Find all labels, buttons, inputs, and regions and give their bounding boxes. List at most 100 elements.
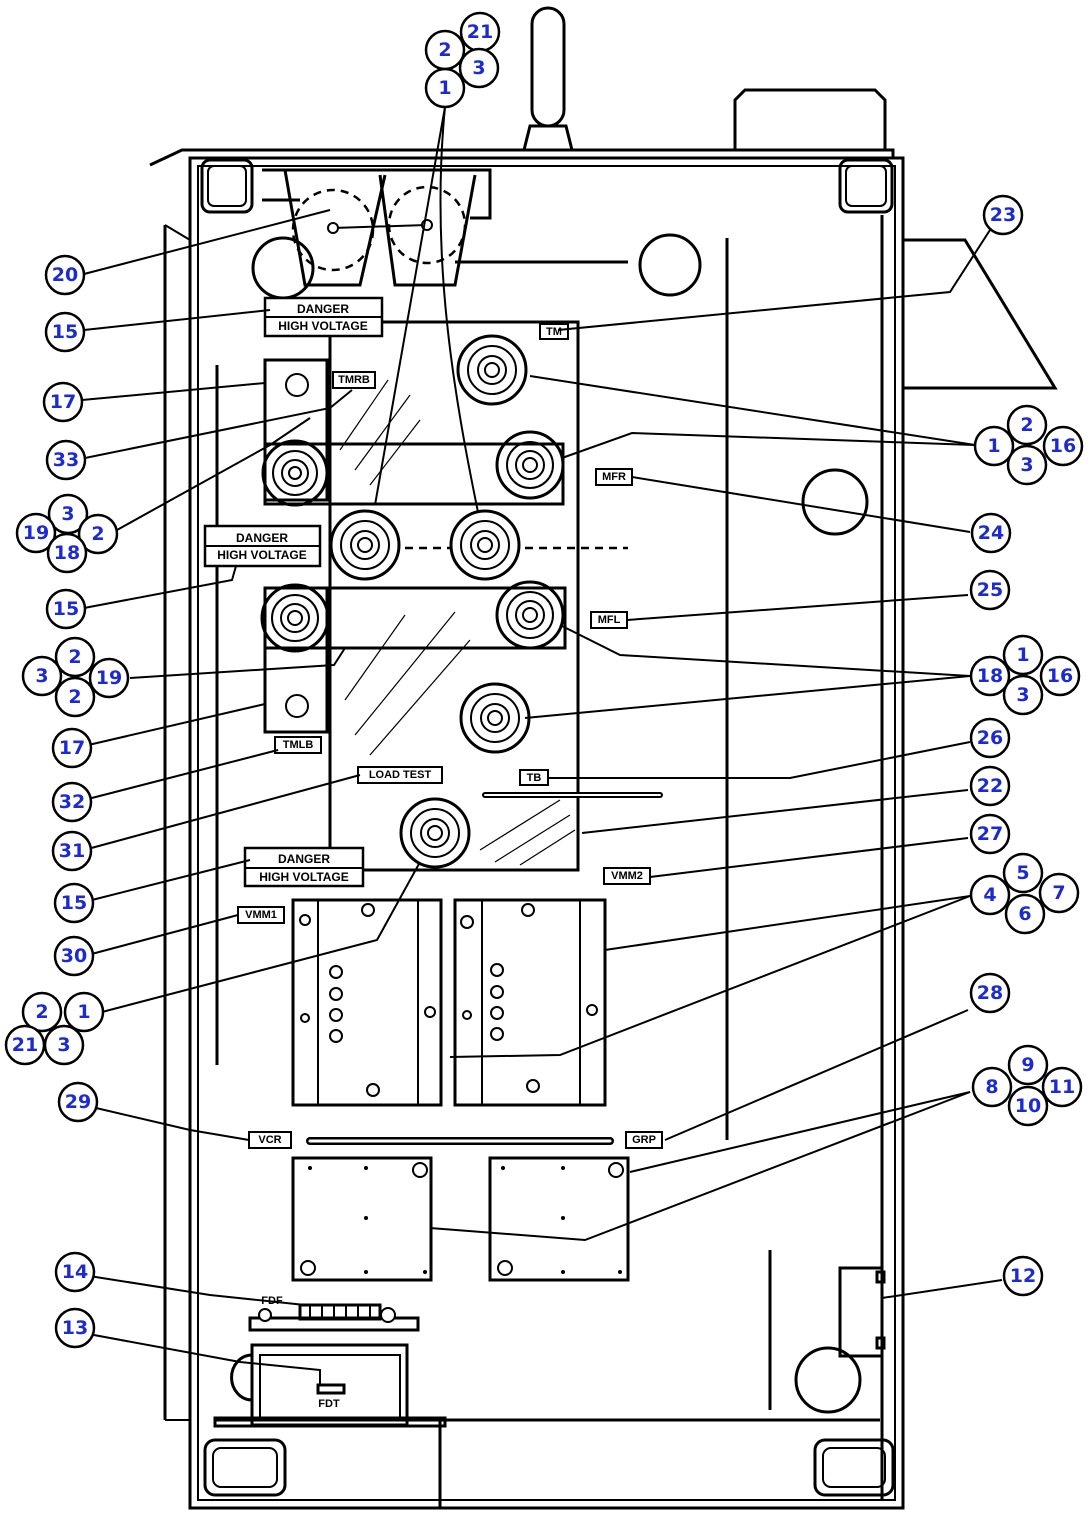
svg-text:18: 18 [54,542,80,564]
svg-text:23: 23 [990,204,1016,226]
callout-2: 2 [424,29,466,71]
danger-sign-top-line1: DANGER [297,302,349,316]
svg-text:19: 19 [96,667,122,689]
insulator-bushings [260,334,565,869]
svg-text:30: 30 [61,945,87,967]
terminal-board [263,320,663,872]
door-latch [838,1266,886,1358]
svg-text:24: 24 [978,522,1004,544]
label-tm: TM [539,323,569,340]
bushing [261,439,329,507]
svg-text:TMRB: TMRB [338,374,370,386]
svg-text:31: 31 [59,840,85,862]
callout-1: 18 [969,655,1011,697]
callout-21: 21 [4,1024,46,1066]
label-tmrb: TMRB [332,371,376,389]
svg-text:15: 15 [53,598,79,620]
callout-7: 7 [1038,872,1080,914]
svg-text:27: 27 [977,823,1003,845]
callout-3: 3 [458,47,500,89]
callout-11: 11 [1041,1066,1083,1108]
svg-text:28: 28 [977,982,1003,1004]
bushing [449,509,521,581]
svg-text:19: 19 [23,522,49,544]
label-mfl: MFL [590,611,628,629]
svg-text:21: 21 [12,1034,38,1056]
svg-text:16: 16 [1047,665,1073,687]
label-vmm1: VMM1 [237,906,285,924]
danger-sign-top: DANGER HIGH VOLTAGE [263,296,384,338]
callout-33: 33 [45,439,87,481]
svg-text:15: 15 [61,892,87,914]
svg-text:VMM1: VMM1 [245,909,277,921]
callout-1: 1 [424,67,466,109]
callout-29: 29 [57,1081,99,1123]
svg-text:2: 2 [35,1001,48,1023]
fuse-device [213,1303,447,1428]
label-vmm2: VMM2 [603,867,651,885]
svg-text:2: 2 [91,523,104,545]
callout-18: 2 [54,676,96,718]
callout-23: 23 [982,194,1024,236]
callout-2: 2 [21,991,63,1033]
svg-text:3: 3 [472,57,485,79]
svg-text:TM: TM [546,326,562,338]
callout-1: 1 [63,991,105,1033]
callout-24: 24 [970,512,1012,554]
svg-text:3: 3 [57,1034,70,1056]
callout-bubbles: 21 2 3 1 23 20 15 17 33 1 2 16 3 3 19 2 … [4,11,1084,1349]
callout-20: 20 [44,254,86,296]
svg-text:32: 32 [59,791,85,813]
svg-text:MFR: MFR [602,471,626,483]
svg-text:3: 3 [35,665,48,687]
callout-13: 13 [54,1307,96,1349]
bushing [260,583,330,653]
svg-text:3: 3 [1020,454,1033,476]
callout-19: 3 [21,655,63,697]
callout-12: 12 [1002,1255,1044,1297]
danger-sign-bottom-line1: DANGER [278,852,330,866]
svg-text:15: 15 [52,321,78,343]
svg-text:12: 12 [1010,1265,1036,1287]
svg-text:GRP: GRP [632,1134,656,1146]
bushing [495,430,565,500]
callout-2: 2 [77,513,119,555]
svg-text:1: 1 [438,77,451,99]
svg-text:LOAD TEST: LOAD TEST [369,769,432,781]
callout-14: 14 [54,1251,96,1293]
svg-text:25: 25 [977,579,1003,601]
relay-plates [291,1156,630,1282]
svg-text:1: 1 [77,1001,90,1023]
danger-sign-middle-line1: DANGER [236,531,288,545]
svg-text:18: 18 [977,665,1003,687]
cabinet-frame [149,6,1058,1510]
svg-text:1: 1 [987,435,1000,457]
svg-text:2: 2 [438,39,451,61]
callout-25: 25 [969,569,1011,611]
callout-5: 5 [1002,852,1044,894]
callout-4: 4 [969,874,1011,916]
danger-sign-bottom-line2: HIGH VOLTAGE [259,870,349,884]
svg-text:21: 21 [467,21,493,43]
callout-1: 1 [973,425,1015,467]
label-tmlb: TMLB [274,736,322,754]
svg-text:11: 11 [1049,1076,1075,1098]
callout-21: 21 [459,11,501,53]
callout-2: 19 [88,657,130,699]
svg-text:13: 13 [62,1317,88,1339]
bushing [456,334,528,406]
svg-text:TMLB: TMLB [283,739,314,751]
svg-text:20: 20 [52,264,78,286]
callout-30: 30 [53,935,95,977]
danger-sign-top-line2: HIGH VOLTAGE [278,319,368,333]
callout-8: 8 [971,1066,1013,1108]
callout-16: 16 [1042,425,1084,467]
svg-text:TB: TB [527,772,542,784]
danger-sign-middle-line2: HIGH VOLTAGE [217,548,307,562]
svg-text:3: 3 [61,503,74,525]
svg-text:1: 1 [1016,644,1029,666]
svg-text:17: 17 [59,737,85,759]
callout-17: 17 [51,727,93,769]
callout-16: 16 [1039,655,1081,697]
